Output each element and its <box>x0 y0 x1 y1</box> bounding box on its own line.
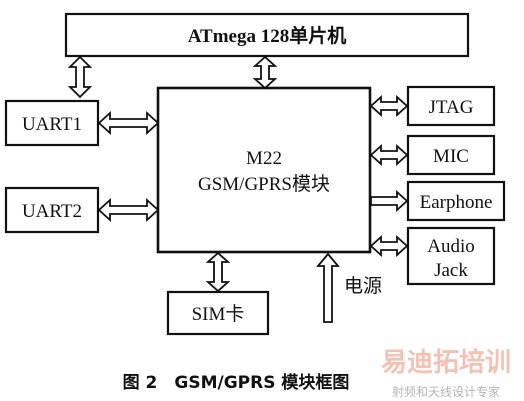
figure-caption: 图 2 GSM/GPRS 模块框图 <box>123 372 350 393</box>
mcu-m22-double-arrow-icon <box>252 55 278 90</box>
module-label-line1: M22 <box>246 148 282 169</box>
m22-mic-double-arrow-icon <box>369 143 409 167</box>
mic-box <box>406 134 496 176</box>
watermark-main-text: 易迪拓培训 <box>381 348 511 378</box>
m22-earphone-arrow-icon <box>370 189 409 213</box>
mcu-label: ATmega 128单片机 <box>188 24 347 47</box>
jtag-box <box>406 85 496 127</box>
uart2-label: UART2 <box>22 201 82 222</box>
uart2-m22-double-arrow-icon <box>97 197 160 223</box>
uart2-box <box>4 186 100 234</box>
uart1-m22-double-arrow-icon <box>97 110 160 136</box>
mcu-uart1-double-arrow-icon <box>67 55 93 99</box>
power-input-arrow-icon <box>316 252 340 323</box>
sim-card-box <box>166 290 270 336</box>
audio-jack-box <box>406 226 496 286</box>
jtag-label: JTAG <box>429 97 474 118</box>
m22-jtag-double-arrow-icon <box>369 94 409 118</box>
mcu-box <box>64 12 470 58</box>
audio-jack-label-line1: Audio <box>427 236 475 257</box>
watermark-sub-text: 射频和天线设计专家 <box>392 384 500 399</box>
uart1-box <box>4 99 100 147</box>
m22-audio-jack-double-arrow-icon <box>369 234 409 258</box>
m22-module-box <box>156 86 372 254</box>
uart1-label: UART1 <box>22 114 82 135</box>
mic-label: MIC <box>433 146 469 167</box>
module-label-line2: GSM/GPRS模块 <box>198 173 330 195</box>
power-label: 电源 <box>344 275 382 297</box>
m22-sim-double-arrow-icon <box>205 251 231 293</box>
sim-card-label: SIM卡 <box>192 303 245 325</box>
earphone-label: Earphone <box>420 192 493 213</box>
audio-jack-label-line2: Jack <box>434 260 468 281</box>
